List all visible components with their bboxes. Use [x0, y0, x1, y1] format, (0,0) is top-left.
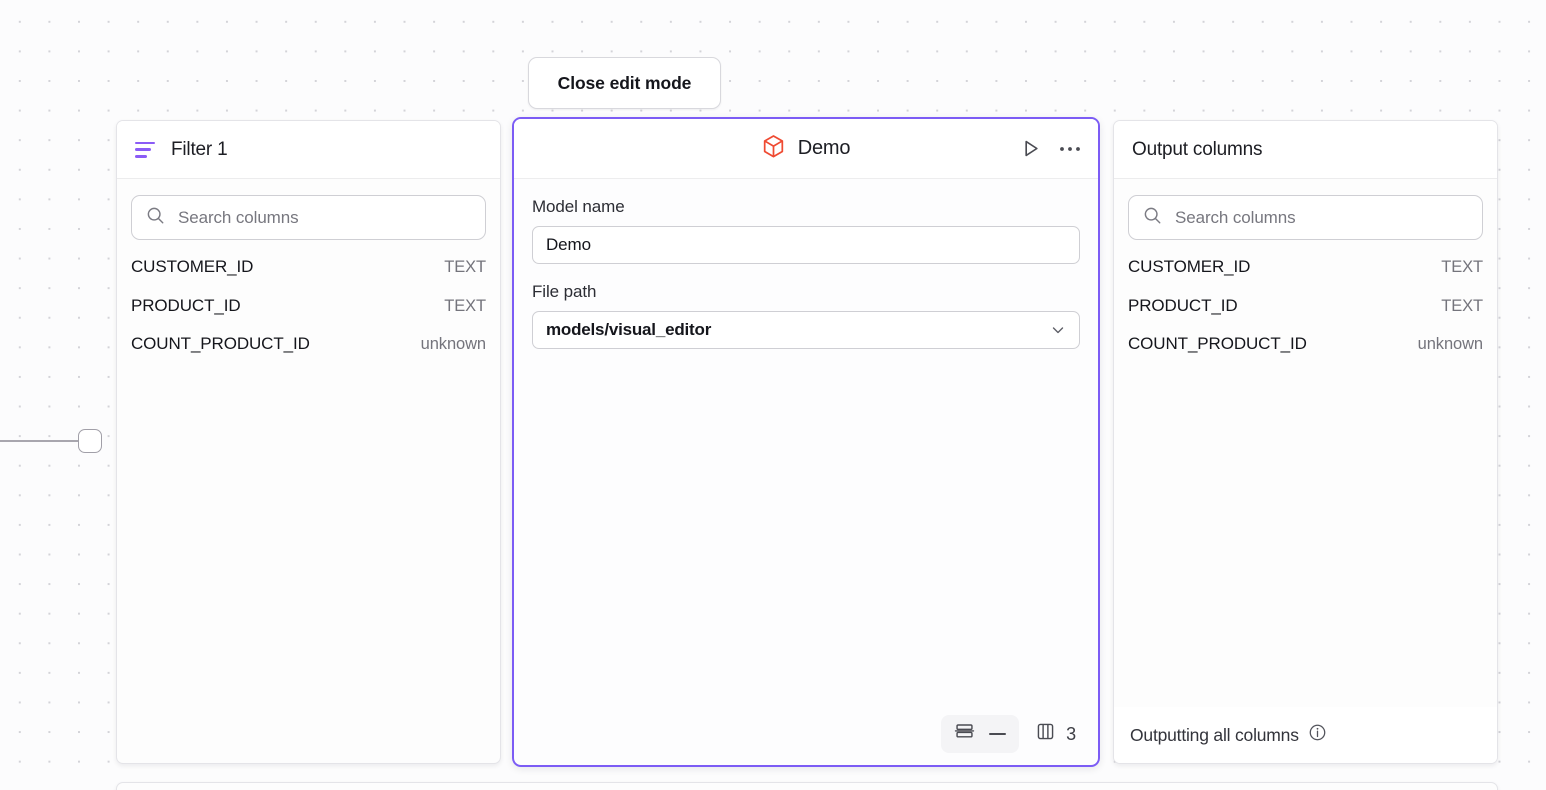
column-name: CUSTOMER_ID [1128, 257, 1251, 276]
column-type: TEXT [444, 258, 486, 276]
file-path-select[interactable]: models/visual_editor [532, 311, 1080, 349]
model-name-label: Model name [532, 197, 625, 216]
column-name: COUNT_PRODUCT_ID [131, 334, 310, 353]
list-item[interactable]: CUSTOMER_ID TEXT [1128, 257, 1483, 296]
output-columns-panel[interactable]: Output columns CUSTOMER_ID TEXT PRODUCT_… [1113, 120, 1498, 764]
column-count-group[interactable]: 3 [1029, 715, 1082, 753]
model-panel-header: Demo [514, 119, 1098, 179]
model-title-group: Demo [514, 134, 1098, 164]
output-panel-header: Output columns [1114, 121, 1497, 179]
model-panel-title: Demo [797, 137, 851, 159]
search-icon [1143, 206, 1162, 230]
ellipsis-icon[interactable] [1058, 144, 1082, 154]
columns-icon [1035, 721, 1056, 747]
connector-edge [0, 440, 82, 442]
list-item[interactable]: CUSTOMER_ID TEXT [131, 257, 486, 296]
filter-panel-header: Filter 1 [117, 121, 500, 179]
close-edit-mode-button[interactable]: Close edit mode [528, 57, 721, 109]
column-name: PRODUCT_ID [1128, 295, 1238, 315]
search-icon [146, 206, 165, 230]
output-search-wrap [1114, 179, 1497, 250]
bottom-panel-peek[interactable] [116, 782, 1498, 790]
column-type: unknown [420, 335, 486, 353]
filter-panel[interactable]: Filter 1 CUSTOMER_ID TEXT PRODUCT_ID [116, 120, 501, 764]
file-path-value: models/visual_editor [546, 320, 712, 339]
model-name-field[interactable] [532, 226, 1080, 264]
row-count-group[interactable] [941, 715, 1020, 753]
file-path-label: File path [532, 282, 597, 301]
model-panel[interactable]: Demo Model name [512, 117, 1100, 767]
column-name: CUSTOMER_ID [131, 257, 254, 276]
file-path-select-wrap: models/visual_editor [532, 311, 1080, 349]
filter-panel-title: Filter 1 [171, 138, 228, 160]
output-status-text: Outputting all columns [1130, 724, 1299, 745]
model-panel-body: Model name File path models/visual_edito… [514, 179, 1098, 711]
list-item[interactable]: COUNT_PRODUCT_ID unknown [1128, 334, 1483, 373]
cube-icon [762, 134, 785, 164]
filter-icon [135, 141, 155, 158]
info-icon[interactable] [1308, 723, 1327, 747]
output-search-input[interactable] [1175, 207, 1468, 228]
column-count-value: 3 [1066, 723, 1076, 744]
list-item[interactable]: PRODUCT_ID TEXT [1128, 296, 1483, 335]
rows-icon [954, 721, 975, 747]
model-header-actions [1019, 137, 1082, 160]
column-type: unknown [1417, 335, 1483, 353]
list-item[interactable]: COUNT_PRODUCT_ID unknown [131, 334, 486, 373]
column-name: PRODUCT_ID [131, 295, 241, 315]
column-type: TEXT [1441, 296, 1483, 315]
output-panel-footer: Outputting all columns [1114, 707, 1497, 763]
filter-search-wrap [117, 179, 500, 250]
model-panel-footer: 3 [514, 711, 1098, 765]
column-type: TEXT [1441, 258, 1483, 276]
output-column-list: CUSTOMER_ID TEXT PRODUCT_ID TEXT COUNT_P… [1114, 250, 1497, 707]
column-type: TEXT [444, 296, 486, 315]
row-count-value [989, 732, 1007, 736]
edge-connector-handle[interactable] [78, 429, 102, 453]
filter-column-list: CUSTOMER_ID TEXT PRODUCT_ID TEXT COUNT_P… [117, 250, 500, 763]
filter-search-input[interactable] [178, 207, 471, 228]
column-name: COUNT_PRODUCT_ID [1128, 334, 1307, 353]
output-search-box[interactable] [1128, 195, 1483, 240]
chevron-down-icon [1050, 322, 1066, 338]
output-panel-title: Output columns [1132, 138, 1263, 160]
play-icon[interactable] [1019, 137, 1042, 160]
filter-search-box[interactable] [131, 195, 486, 240]
list-item[interactable]: PRODUCT_ID TEXT [131, 296, 486, 335]
